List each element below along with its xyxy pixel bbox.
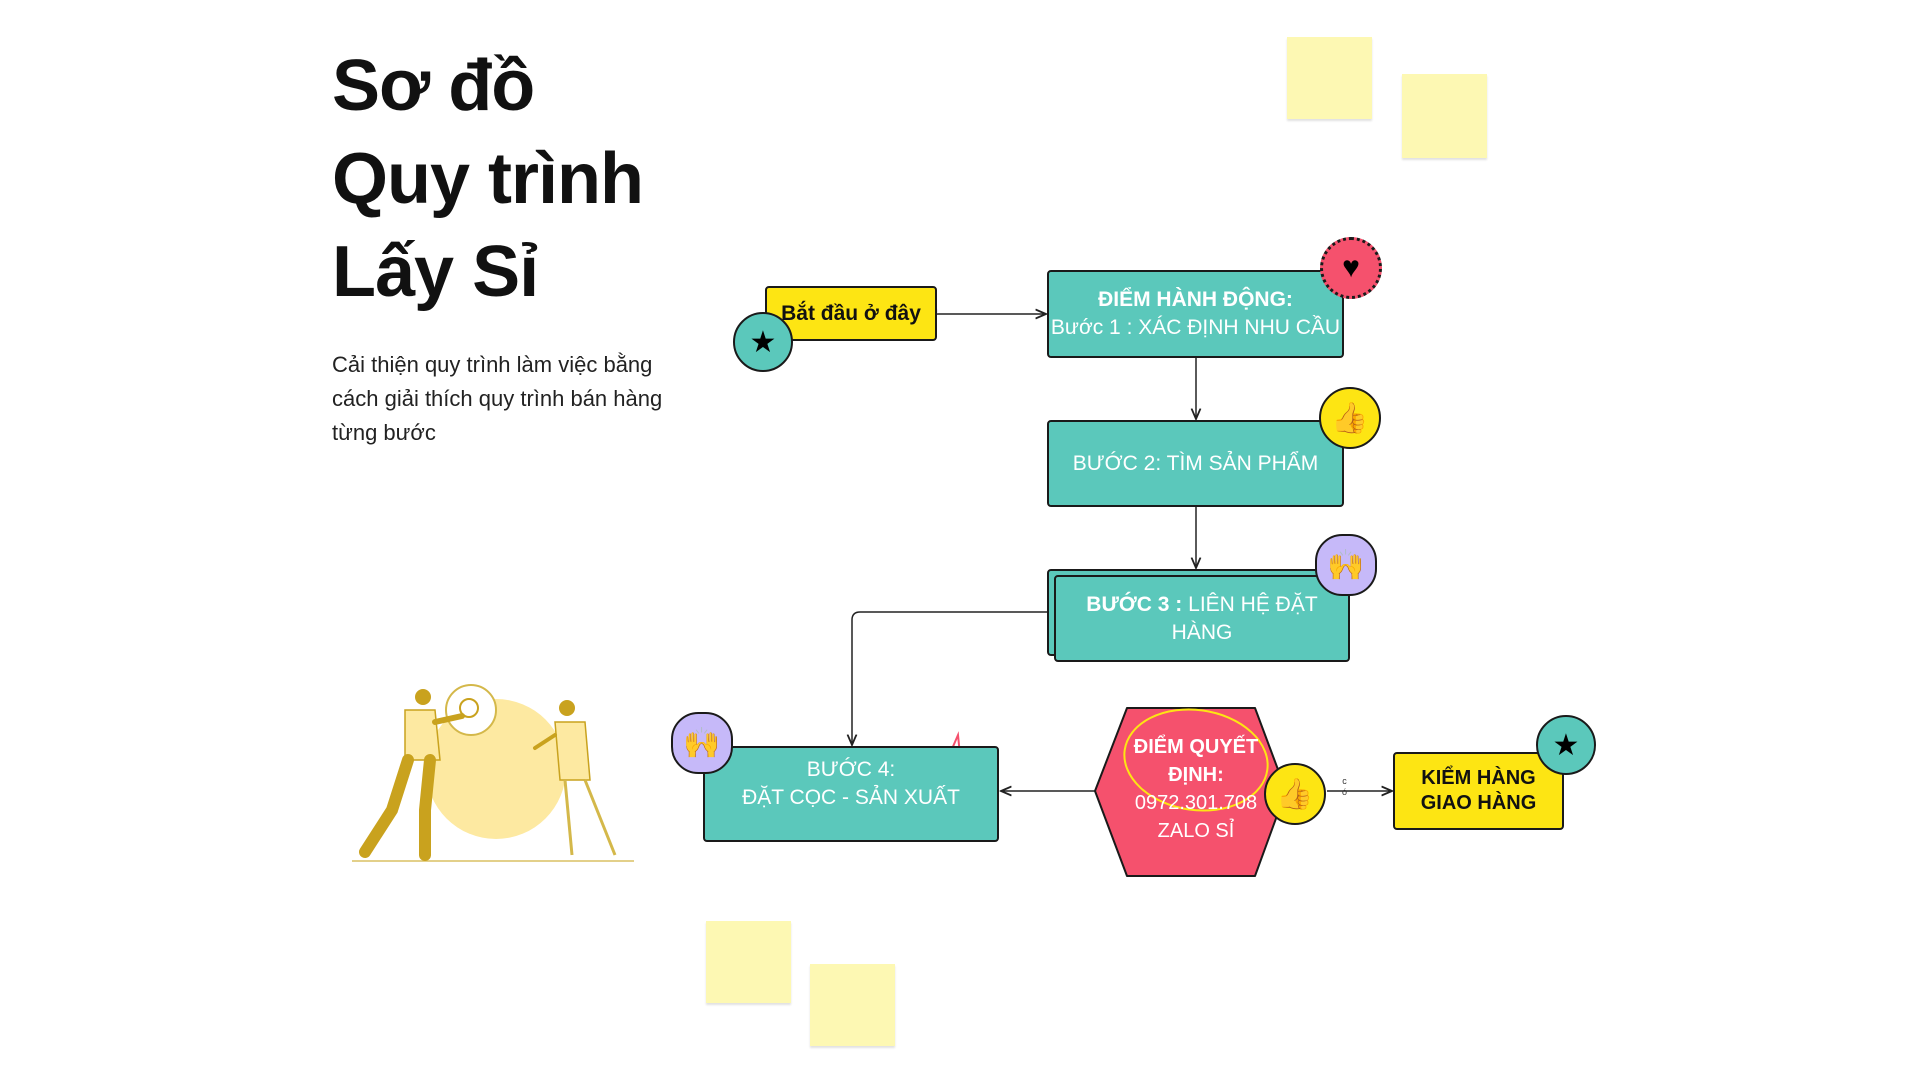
title-line: Sơ đồ [332, 46, 535, 126]
step2-node[interactable]: BƯỚC 2: TÌM SẢN PHẨM [1047, 420, 1344, 507]
title-line: Lấy Sỉ [332, 232, 539, 312]
sticky-note[interactable] [706, 921, 791, 1003]
step1-heading: ĐIỂM HÀNH ĐỘNG: [1098, 288, 1293, 311]
start-node[interactable]: Bắt đầu ở đây [765, 286, 937, 341]
yes-label-top: c [1342, 776, 1347, 786]
yes-label-bottom: ó [1342, 787, 1348, 797]
star-icon: ★ [1536, 715, 1596, 775]
raised-hands-icon: 🙌 [1315, 534, 1377, 596]
decision-highlight-circle [1123, 708, 1269, 812]
start-label: Bắt đầu ở đây [781, 301, 921, 325]
decision-label: ZALO SỈ [1157, 820, 1235, 842]
sticky-note[interactable] [1287, 37, 1372, 119]
step4-line2: ĐẶT CỌC - SẢN XUẤT [742, 786, 960, 809]
step1-label: Bước 1 : XÁC ĐỊNH NHU CẦU [1050, 316, 1341, 339]
step1-node[interactable]: ĐIỂM HÀNH ĐỘNG: Bước 1 : XÁC ĐỊNH NHU CẦ… [1047, 270, 1344, 358]
star-icon: ★ [733, 312, 793, 372]
step2-label: BƯỚC 2: TÌM SẢN PHẨM [1072, 451, 1319, 475]
thumbs-up-icon: 👍 [1264, 763, 1326, 825]
decision-heading: ĐIỂM QUYẾT [1133, 736, 1259, 758]
decision-node[interactable]: ĐIỂM QUYẾT ĐỊNH: 0972.301.708 ZALO SỈ [1110, 733, 1282, 845]
final-line2: GIAO HÀNG [1420, 792, 1537, 814]
people-pushing-ball-illustration [352, 684, 634, 862]
description: Cải thiện quy trình làm việc bằng cách g… [332, 352, 663, 445]
step3-label-bold: BƯỚC 3 : [1086, 592, 1183, 616]
decision-phone: 0972.301.708 [1134, 792, 1258, 814]
heart-icon: ♥ [1320, 237, 1382, 299]
final-node[interactable]: KIỂM HÀNG GIAO HÀNG [1393, 752, 1564, 830]
thumbs-up-icon: 👍 [1319, 387, 1381, 449]
arrow-step3-to-step4 [852, 611, 1047, 745]
final-line1: KIỂM HÀNG [1421, 767, 1536, 789]
step4-node[interactable]: BƯỚC 4: ĐẶT CỌC - SẢN XUẤT [703, 746, 999, 842]
raised-hands-icon: 🙌 [671, 712, 733, 774]
yes-label: c ó [1342, 776, 1347, 798]
decision-heading: ĐỊNH: [1168, 764, 1224, 786]
step3-node[interactable]: BƯỚC 3 : LIÊN HỆ ĐẶT HÀNG [1054, 575, 1350, 662]
sticky-note[interactable] [1402, 74, 1487, 158]
title-line: Quy trình [332, 139, 644, 219]
sticky-note[interactable] [810, 964, 895, 1046]
step3-label: LIÊN HỆ ĐẶT HÀNG [1171, 592, 1318, 644]
step4-line1: BƯỚC 4: [806, 758, 896, 781]
page-title: Sơ đồ Quy trình Lấy Sỉ [332, 40, 644, 319]
